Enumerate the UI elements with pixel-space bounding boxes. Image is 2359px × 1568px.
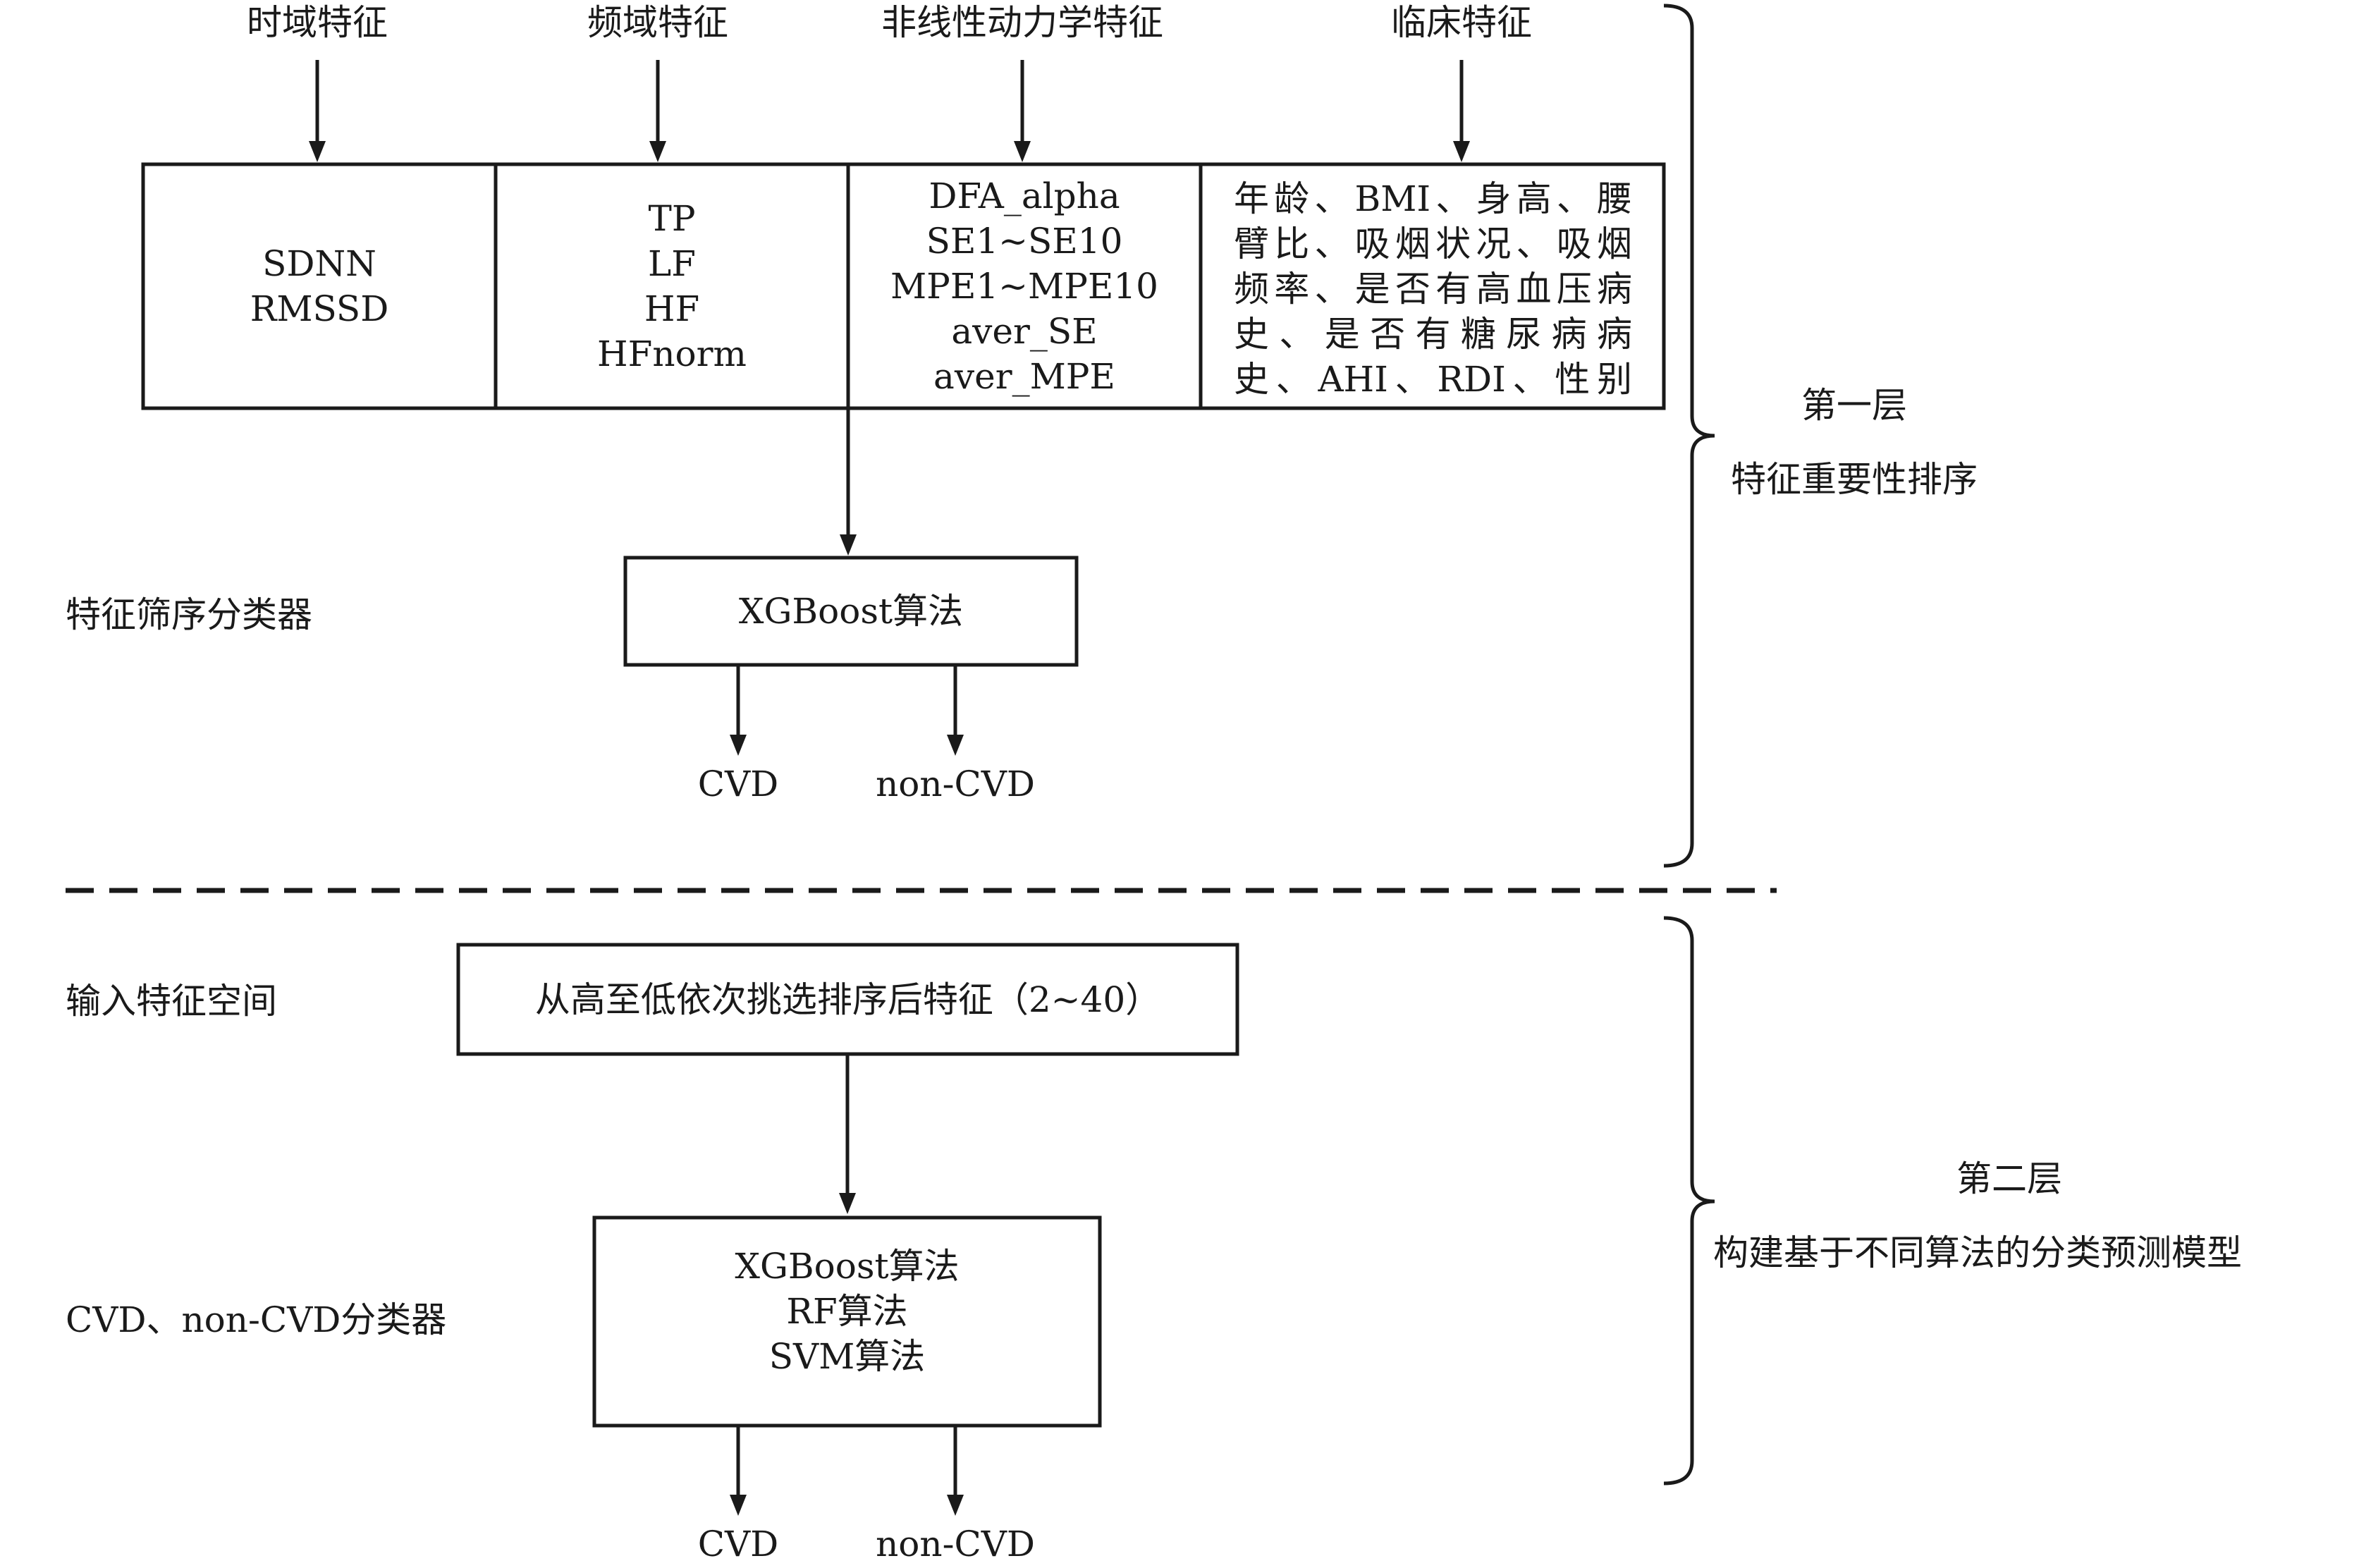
input-feature-space-label: 输入特征空间 [66, 981, 277, 1022]
category-frequency-domain: 频域特征 [587, 2, 728, 43]
clinical-line: 史、是否有糖尿病病 [1234, 314, 1632, 355]
brace-layer1 [1663, 4, 1715, 868]
arrowhead-layer1-noncvd [947, 735, 964, 756]
feature-aver-mpe: aver_MPE [933, 356, 1115, 397]
feature-mpe: MPE1~MPE10 [890, 266, 1158, 307]
arrowhead-freq-category [649, 141, 666, 162]
brace-layer2 [1663, 916, 1715, 1486]
algo-xgboost: XGBoost算法 [735, 1246, 960, 1287]
cell-frequency-features: TP LF HF HFnorm [498, 166, 846, 406]
feature-se: SE1~SE10 [926, 221, 1123, 262]
input-feature-box-label: 从高至低依次挑选排序后特征（2~40） [534, 979, 1161, 1020]
feature-hf: HF [644, 288, 700, 329]
layer1-output-cvd: CVD [697, 764, 779, 804]
category-nonlinear: 非线性动力学特征 [881, 2, 1163, 43]
cell-nonlinear-features: DFA_alpha SE1~SE10 MPE1~MPE10 aver_SE av… [850, 166, 1199, 406]
feature-sdnn: SDNN [262, 243, 376, 284]
layer2-title: 第二层 [1956, 1158, 2062, 1199]
feature-lf: LF [648, 243, 696, 284]
clinical-line: 史、AHI、RDI、性别 [1234, 359, 1632, 400]
clinical-line: 臂比、吸烟状况、吸烟 [1234, 223, 1632, 264]
clinical-line: 频率、是否有高血压病 [1234, 269, 1632, 310]
layer2-output-noncvd: non-CVD [876, 1524, 1035, 1564]
layer2-output-cvd: CVD [697, 1524, 779, 1564]
arrowhead-layer2-noncvd [947, 1495, 964, 1516]
feature-hfnorm: HFnorm [597, 333, 747, 374]
layer2-subtitle: 构建基于不同算法的分类预测模型 [1713, 1232, 2242, 1273]
classifier-algorithms: XGBoost算法 RF算法 SVM算法 [596, 1220, 1098, 1403]
layer1-title: 第一层 [1801, 385, 1907, 426]
clinical-line: 年龄、BMI、身高、腰 [1234, 178, 1632, 219]
feature-tp: TP [648, 198, 696, 239]
feature-dfa-alpha: DFA_alpha [929, 176, 1120, 216]
arrowhead-layer1-cvd [730, 735, 747, 756]
xgboost-box-layer1-label: XGBoost算法 [738, 591, 964, 632]
arrowhead-nonlinear-category [1014, 141, 1031, 162]
feature-table [141, 162, 1666, 410]
algo-rf: RF算法 [786, 1291, 908, 1332]
arrowhead-time-category [309, 141, 326, 162]
xgboost-box-layer1 [623, 556, 1079, 667]
feature-ranking-classifier-label: 特征筛序分类器 [66, 594, 312, 635]
classifier-box [592, 1215, 1102, 1428]
arrowhead-layer2-cvd [730, 1495, 747, 1516]
layer1-subtitle: 特征重要性排序 [1731, 459, 1978, 500]
algo-svm: SVM算法 [768, 1336, 926, 1377]
category-clinical: 临床特征 [1391, 2, 1532, 43]
arrowhead-table-to-xgboost [840, 534, 857, 556]
feature-aver-se: aver_SE [951, 311, 1098, 352]
layer1-output-noncvd: non-CVD [876, 764, 1035, 804]
cell-time-features: SDNN RMSSD [145, 166, 494, 406]
arrowhead-clinical-category [1453, 141, 1470, 162]
arrowhead-input-to-classifier [839, 1193, 856, 1214]
cell-clinical-features: 年龄、BMI、身高、腰 臂比、吸烟状况、吸烟 频率、是否有高血压病 史、是否有糖… [1234, 176, 1632, 402]
feature-rmssd: RMSSD [250, 288, 389, 329]
classifier-side-label: CVD、non-CVD分类器 [66, 1299, 447, 1340]
category-time-domain: 时域特征 [247, 2, 388, 43]
